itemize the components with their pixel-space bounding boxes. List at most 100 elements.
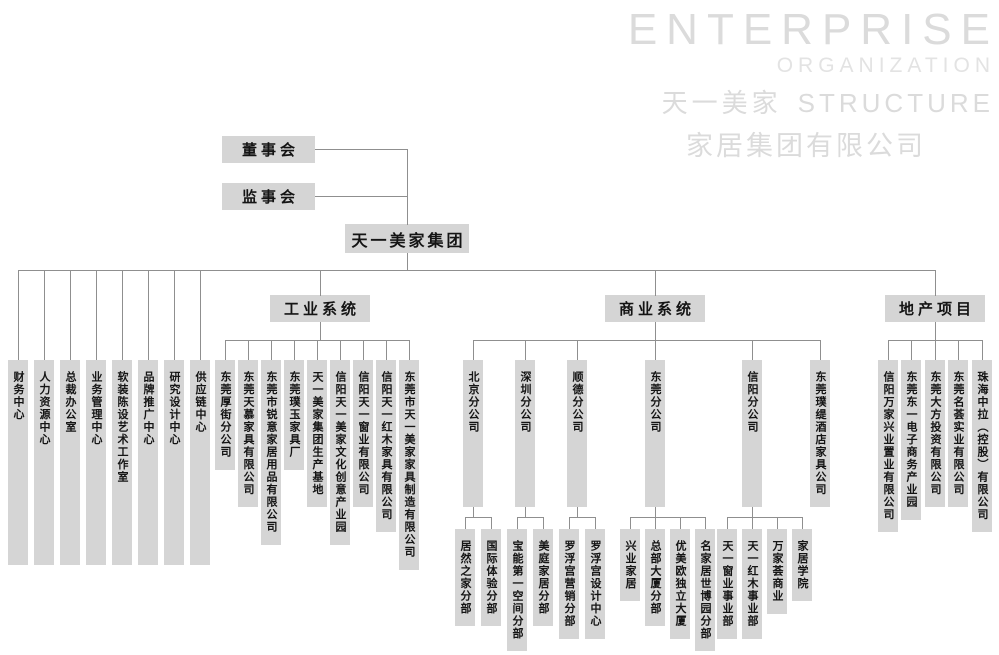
connector-line bbox=[122, 270, 123, 361]
board-of-directors-box: 董事会 bbox=[222, 136, 315, 163]
connector-line bbox=[517, 517, 518, 530]
commercial-system-box: 商业系统 bbox=[605, 295, 705, 322]
connector-line bbox=[935, 322, 936, 341]
connector-line bbox=[935, 270, 936, 296]
commercial-branch-box: 深圳分公司 bbox=[515, 360, 535, 507]
hq-department-box: 业务管理中心 bbox=[86, 360, 106, 565]
connector-line bbox=[517, 517, 544, 518]
watermark-company-name: 家居集团有限公司 bbox=[686, 131, 926, 162]
connector-line bbox=[386, 340, 387, 361]
connector-line bbox=[727, 517, 803, 518]
commercial-division-box: 宝能第一空间分部 bbox=[507, 529, 527, 651]
connector-line bbox=[577, 340, 578, 361]
connector-line bbox=[248, 340, 249, 361]
industrial-company-box: 东莞市天一美家家具制造有限公司 bbox=[399, 360, 419, 570]
connector-line bbox=[727, 517, 728, 530]
industrial-company-box: 东莞璞玉家具厂 bbox=[284, 360, 304, 470]
real-estate-company-box: 东莞东一电子商务产业园 bbox=[901, 360, 921, 520]
connector-line bbox=[577, 507, 578, 518]
connector-line bbox=[982, 340, 983, 361]
connector-line bbox=[473, 340, 474, 361]
commercial-division-box: 家居学院 bbox=[792, 529, 812, 601]
commercial-branch-box: 信阳分公司 bbox=[742, 360, 762, 507]
hq-department-box: 人力资源中心 bbox=[34, 360, 54, 565]
watermark-line3: 天一美家 STRUCTURE bbox=[628, 83, 994, 120]
connector-line bbox=[888, 340, 889, 361]
connector-line bbox=[680, 517, 681, 530]
connector-line bbox=[473, 340, 821, 341]
connector-line bbox=[630, 517, 631, 530]
connector-line bbox=[569, 517, 570, 530]
connector-line bbox=[802, 517, 803, 530]
real-estate-company-box: 东莞名荟实业有限公司 bbox=[948, 360, 968, 507]
connector-line bbox=[320, 270, 321, 296]
connector-line bbox=[70, 270, 71, 361]
connector-line bbox=[465, 517, 466, 530]
connector-line bbox=[148, 270, 149, 361]
real-estate-company-box: 信阳万家兴业置业有限公司 bbox=[878, 360, 898, 532]
watermark-subtitle: ORGANIZATION bbox=[776, 54, 995, 78]
hq-department-box: 供应链中心 bbox=[190, 360, 210, 565]
industrial-company-box: 东莞天慕家具有限公司 bbox=[238, 360, 258, 507]
commercial-division-box: 优美欧独立大厦 bbox=[670, 529, 690, 639]
connector-line bbox=[525, 507, 526, 518]
industrial-company-box: 东莞厚街分公司 bbox=[215, 360, 235, 470]
hq-department-box: 财务中心 bbox=[8, 360, 28, 565]
commercial-division-box: 罗浮宫设计中心 bbox=[585, 529, 605, 639]
supervisory-board-box: 监事会 bbox=[222, 183, 315, 210]
real-estate-company-box: 东莞大方投资有限公司 bbox=[925, 360, 945, 507]
commercial-division-box: 名家居世博园分部 bbox=[695, 529, 715, 651]
connector-line bbox=[407, 149, 408, 225]
connector-line bbox=[705, 517, 706, 530]
connector-line bbox=[294, 340, 295, 361]
connector-line bbox=[18, 270, 19, 361]
industrial-company-box: 信阳天一窗业有限公司 bbox=[353, 360, 373, 507]
connector-line bbox=[752, 507, 753, 518]
commercial-division-box: 万家荟商业 bbox=[767, 529, 787, 614]
watermark-structure: STRUCTURE bbox=[797, 88, 994, 119]
industrial-company-box: 天一美家集团生产基地 bbox=[307, 360, 327, 507]
watermark-brand-cn: 天一美家 bbox=[661, 88, 782, 119]
industrial-company-box: 东莞市锐意家居用品有限公司 bbox=[261, 360, 281, 545]
commercial-division-box: 居然之家分部 bbox=[455, 529, 475, 626]
industrial-company-box: 信阳天一红木家具有限公司 bbox=[376, 360, 396, 532]
connector-line bbox=[777, 517, 778, 530]
connector-line bbox=[655, 507, 656, 518]
hq-department-box: 品牌推广中心 bbox=[138, 360, 158, 565]
real-estate-company-box: 珠海中拉（控股）有限公司 bbox=[972, 360, 992, 532]
connector-line bbox=[44, 270, 45, 361]
connector-line bbox=[911, 340, 912, 361]
connector-line bbox=[958, 340, 959, 361]
connector-line bbox=[543, 517, 544, 530]
commercial-branch-box: 北京分公司 bbox=[463, 360, 483, 507]
connector-line bbox=[315, 149, 408, 150]
commercial-division-box: 天一红木事业部 bbox=[742, 529, 762, 639]
group-root-box: 天一美家集团 bbox=[345, 224, 469, 253]
connector-line bbox=[655, 322, 656, 341]
connector-line bbox=[935, 340, 936, 361]
connector-line bbox=[465, 517, 492, 518]
commercial-division-box: 罗浮宫营销分部 bbox=[559, 529, 579, 639]
commercial-division-box: 天一窗业事业部 bbox=[717, 529, 737, 639]
hq-department-box: 总裁办公室 bbox=[60, 360, 80, 565]
real-estate-box: 地产项目 bbox=[885, 295, 985, 322]
connector-line bbox=[752, 517, 753, 530]
commercial-division-box: 美庭家居分部 bbox=[533, 529, 553, 626]
connector-line bbox=[473, 507, 474, 518]
commercial-branch-box: 东莞璞缇酒店家具公司 bbox=[810, 360, 830, 507]
connector-line bbox=[96, 270, 97, 361]
watermark-title: ENTERPRISE bbox=[627, 5, 999, 54]
connector-line bbox=[225, 340, 226, 361]
connector-line bbox=[595, 517, 596, 530]
connector-line bbox=[752, 340, 753, 361]
connector-line bbox=[18, 270, 936, 271]
connector-line bbox=[630, 517, 706, 518]
connector-line bbox=[315, 196, 408, 197]
connector-line bbox=[409, 340, 410, 361]
commercial-branch-box: 东莞分公司 bbox=[645, 360, 665, 507]
commercial-division-box: 国际体验分部 bbox=[481, 529, 501, 626]
connector-line bbox=[317, 340, 318, 361]
commercial-division-box: 兴业家居 bbox=[620, 529, 640, 601]
